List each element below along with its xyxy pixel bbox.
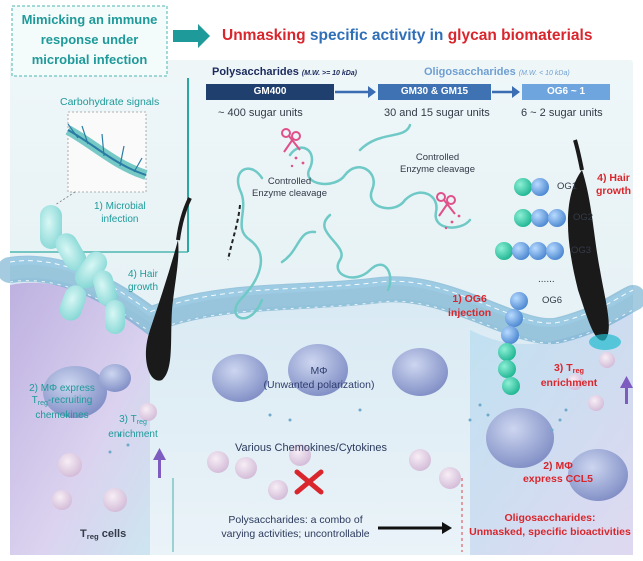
hair-icon <box>145 197 192 381</box>
up-arrow-icon <box>620 376 633 404</box>
up-arrow-icon <box>153 448 166 478</box>
left-hair-growth-label: 4) Hair growth <box>128 269 159 293</box>
macrophage-icon <box>43 344 628 501</box>
infection-line-3: microbial infection <box>31 52 148 67</box>
bar-gm400: GM400 <box>206 84 334 100</box>
infection-line-1: Mimicking an immune <box>21 12 158 27</box>
right-hair-growth-label: 4) Hair growth <box>596 172 631 197</box>
left-enrichment-label: 3) Treg enrichment <box>108 414 158 440</box>
enzyme-right-label: Controlled Enzyme cleavage <box>400 152 475 175</box>
title-specific: specific activity in <box>309 27 444 44</box>
og6-injection-label: 1) OG6 injection <box>448 293 492 319</box>
og3-beads <box>495 242 564 260</box>
bacteria-icon <box>40 205 125 334</box>
oligo-header: Oligosaccharides (M.W. < 10 kDa) <box>424 66 570 78</box>
units-og6: 6 ~ 2 sugar units <box>521 107 603 119</box>
title-unmasking: Unmasking <box>222 27 306 44</box>
treg-cell-icon <box>52 352 615 512</box>
scissors-icon <box>436 192 456 217</box>
enzyme-left-label: Controlled Enzyme cleavage <box>252 176 327 199</box>
arrow-right-icon <box>173 24 210 48</box>
og1-label: OG1 <box>557 181 578 192</box>
poly-summary: Polysaccharides: a combo of varying acti… <box>221 514 370 540</box>
scissors-icon <box>281 128 301 153</box>
bar-gm30: GM30 & GM15 <box>378 84 491 100</box>
mphi-unwanted-label: MΦ (Unwanted polarization) <box>263 365 375 391</box>
title-glycan: glycan biomaterials <box>447 27 593 44</box>
microbial-infection-label: 1) Microbial infection <box>94 201 146 225</box>
right-enrichment-label: 3) Treg enrichment <box>540 362 598 389</box>
bar-og6: OG6 ~ 1 <box>522 84 610 100</box>
og2-label: OG2 <box>573 212 594 223</box>
og3-label: OG3 <box>571 245 592 256</box>
og2-beads <box>514 209 566 227</box>
treg-cells-label: Treg cells <box>80 528 127 541</box>
hair-icon <box>567 139 621 350</box>
red-x-icon <box>294 469 324 495</box>
left-mphi-label: 2) MΦ express Treg-recruiting chemokines <box>29 383 95 421</box>
infection-line-2: response under <box>40 32 139 47</box>
units-gm400: ~ 400 sugar units <box>218 107 303 119</box>
right-mphi-ccl5-label: 2) MΦ express CCL5 <box>522 460 594 485</box>
oligo-summary: Oligosaccharides: Unmasked, specific bio… <box>469 512 631 538</box>
units-gm30: 30 and 15 sugar units <box>384 107 490 119</box>
page-title: Unmasking specific activity in glycan bi… <box>222 27 592 45</box>
infection-box-text: Mimicking an immune response under micro… <box>14 10 165 70</box>
og1-beads <box>514 178 549 196</box>
og-dots: ...... <box>538 274 555 285</box>
chemokines-label: Various Chemokines/Cytokines <box>235 442 388 454</box>
og6-beads <box>498 292 528 395</box>
carb-signals-label: Carbohydrate signals <box>60 96 160 108</box>
poly-header: Polysaccharides (M.W. >= 10 kDa) <box>212 66 358 78</box>
og6-label: OG6 <box>542 295 563 306</box>
